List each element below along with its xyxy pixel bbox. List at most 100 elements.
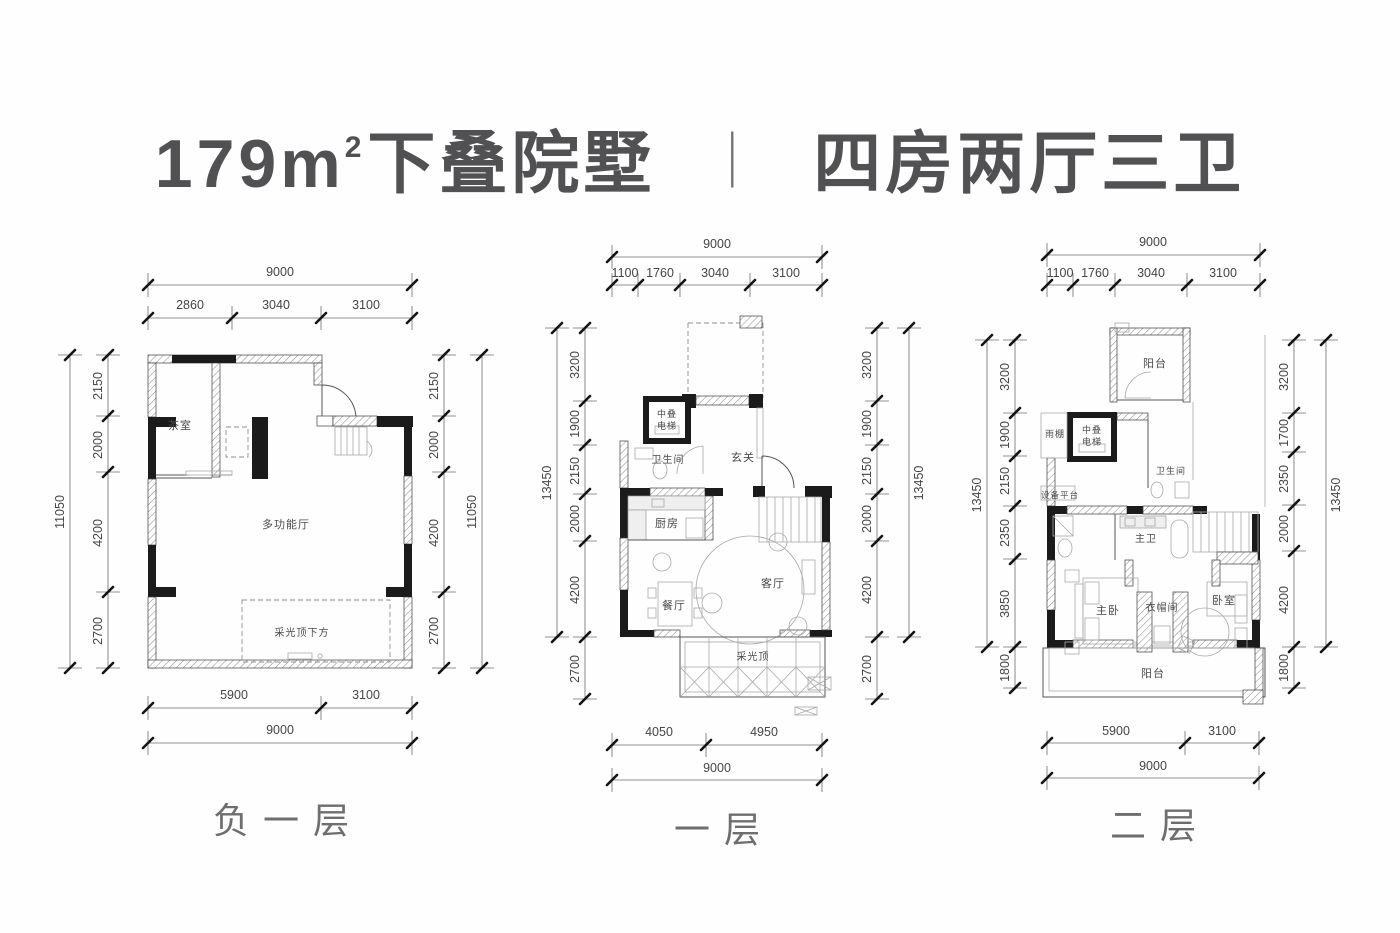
- dim-label: 2150: [860, 457, 874, 485]
- dim-label: 13450: [540, 466, 554, 501]
- dim-chain-right-total: [897, 321, 921, 644]
- dim-chain-bottom-total: [605, 768, 829, 792]
- plan-interior: [1040, 371, 1266, 705]
- floor-label-first: 一层: [674, 809, 774, 850]
- floor-plan-first: 9000 1100 1760 3040 3100 3200 1900 2150 …: [540, 237, 926, 850]
- dim-chain-right-segments: [432, 348, 456, 675]
- dim-label: 13450: [970, 478, 984, 513]
- dim-label: 3100: [352, 298, 380, 312]
- dim-label: 1100: [1047, 266, 1074, 280]
- dim-label: 4200: [860, 576, 874, 604]
- floor-label-basement: 负一层: [213, 800, 363, 841]
- dim-label: 4050: [645, 725, 673, 739]
- page-title: 179m2下叠院墅 ｜ 四房两厅三卫: [0, 108, 1400, 207]
- dim-chain-right-segments: [865, 321, 889, 706]
- room-label-multi-hall: 多功能厅: [262, 517, 310, 531]
- dim-label: 2700: [568, 655, 582, 683]
- room-label-equipment-platform: 设备平台: [1041, 490, 1079, 500]
- dim-label: 13450: [1329, 478, 1343, 513]
- dim-chain-left-total: [58, 348, 82, 675]
- dim-chain-left-total: [975, 333, 999, 654]
- dim-label: 9000: [1139, 759, 1167, 773]
- dim-label: 1900: [860, 410, 874, 438]
- dim-label: 1800: [1277, 654, 1291, 682]
- room-label-balcony-bottom: 阳台: [1141, 666, 1165, 680]
- dim-label: 4200: [568, 576, 582, 604]
- dim-label: 11050: [53, 495, 67, 529]
- room-label-skylight: 采光顶: [737, 650, 770, 663]
- dim-chain-top-segments: [605, 273, 829, 297]
- dim-label: 3100: [352, 688, 380, 702]
- room-label-bedroom: 卧室: [1212, 593, 1236, 607]
- room-label-elevator: 电梯: [657, 420, 677, 431]
- dim-label: 3100: [772, 266, 800, 280]
- plan-interior: [627, 445, 832, 716]
- dim-label: 2000: [427, 431, 441, 459]
- dim-label: 1900: [998, 421, 1012, 449]
- dim-chain-left-segments: [573, 321, 597, 706]
- dim-label: 3200: [1277, 363, 1291, 391]
- dim-label: 4200: [1277, 586, 1291, 614]
- room-label-dining: 餐厅: [662, 598, 686, 612]
- dim-label: 2700: [427, 617, 441, 645]
- dim-label: 1800: [998, 654, 1012, 682]
- dim-chain-right-total: [1314, 333, 1338, 654]
- room-label-elevator: 中叠: [657, 408, 677, 419]
- dim-chain-left-total: [545, 321, 569, 644]
- plan-walls: [619, 315, 832, 638]
- elevator: 中叠 电梯: [1067, 412, 1117, 462]
- dim-chain-top-total: [605, 245, 829, 269]
- dim-chain-left-segments: [1003, 333, 1027, 695]
- dim-label: 9000: [703, 761, 731, 775]
- room-label-foyer: 玄关: [731, 450, 755, 464]
- title-area: 179m2下叠院墅: [154, 126, 656, 202]
- room-label-balcony-top: 阳台: [1143, 356, 1167, 370]
- dim-label: 2000: [568, 505, 582, 533]
- dim-label: 1900: [568, 410, 582, 438]
- dim-label: 9000: [266, 265, 294, 279]
- plan-interior: [156, 362, 391, 663]
- dim-label: 1100: [612, 266, 639, 280]
- plan-walls: [147, 354, 413, 669]
- title-spec: 四房两厅三卫: [813, 126, 1246, 202]
- dim-chain-bottom-segments: [141, 696, 419, 720]
- room-label-master-bedroom: 主卧: [1096, 604, 1120, 617]
- dim-label: 3040: [701, 266, 729, 280]
- dim-label: 3200: [998, 363, 1012, 391]
- staircase: [1192, 511, 1259, 565]
- room-label-bathroom: 卫生间: [652, 453, 685, 466]
- room-label-canopy: 雨棚: [1045, 428, 1065, 439]
- dim-label: 4200: [427, 519, 441, 547]
- dim-chain-top-segments: [1040, 273, 1267, 297]
- dim-label: 2150: [427, 372, 441, 400]
- dim-chain-left-segments: [96, 348, 120, 675]
- dim-chain-top-segments: [141, 306, 419, 330]
- balcony-bottom-outline: [1042, 647, 1266, 705]
- dim-chain-bottom-segments: [1040, 731, 1266, 755]
- room-label-kitchen: 厨房: [655, 517, 679, 530]
- dim-label: 2150: [91, 372, 105, 400]
- dim-label: 9000: [1139, 235, 1167, 249]
- dim-label: 3100: [1208, 724, 1236, 738]
- dim-label: 3850: [998, 590, 1012, 618]
- dim-chain-top-total: [141, 273, 419, 297]
- dim-label: 2700: [91, 617, 105, 645]
- dim-label: 2860: [176, 298, 204, 312]
- elevator: 中叠 电梯: [643, 396, 691, 444]
- staircase: [334, 426, 373, 458]
- dim-label: 2000: [1277, 515, 1291, 543]
- room-label-elevator: 电梯: [1082, 436, 1102, 447]
- room-label-living: 客厅: [761, 576, 785, 590]
- title-divider: ｜: [704, 130, 765, 193]
- floor-plan-basement: 9000 2860 3040 3100 2150 2000 4200 2700 …: [53, 265, 494, 841]
- dim-label: 13450: [912, 466, 926, 501]
- dim-label: 3040: [1137, 266, 1165, 280]
- room-label-elevator: 中叠: [1082, 424, 1102, 435]
- dim-label: 1700: [1277, 419, 1291, 447]
- dim-label: 3040: [262, 298, 290, 312]
- dim-label: 2350: [1277, 465, 1291, 493]
- dim-chain-bottom-total: [1040, 766, 1266, 790]
- room-label-skylight-below: 采光顶下方: [275, 626, 330, 639]
- dim-label: 2350: [998, 519, 1012, 547]
- dim-chain-bottom-segments: [605, 733, 829, 757]
